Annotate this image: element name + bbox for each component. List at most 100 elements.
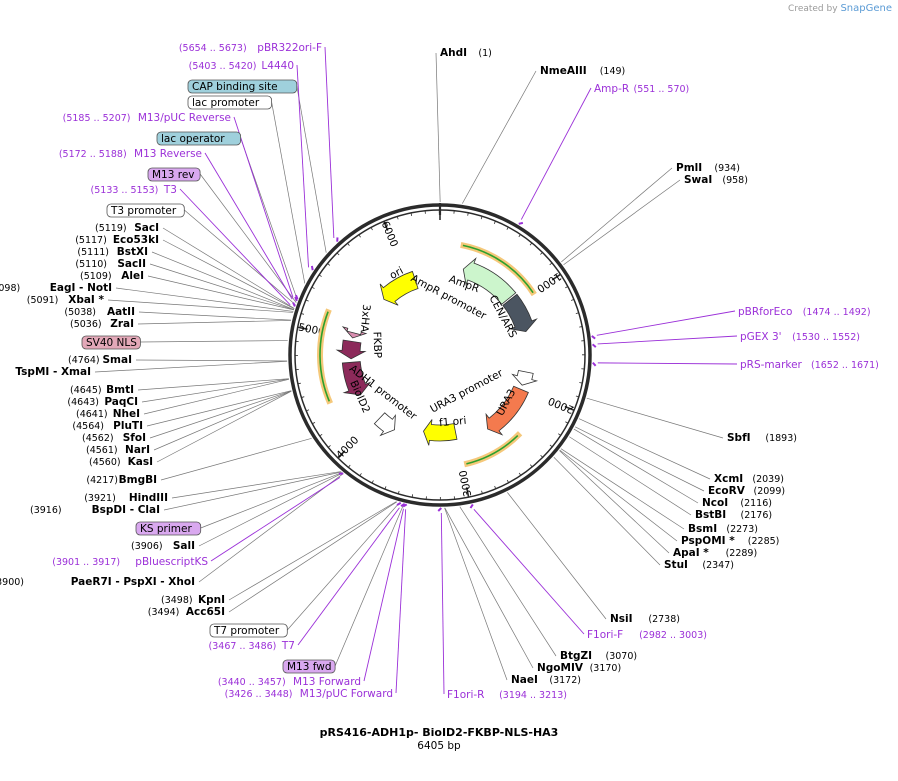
primer-pbluescriptks[interactable]: pBluescriptKS(3901 .. 3917): [52, 556, 208, 568]
enzyme-site-tspmi[interactable]: TspMI - XmaI(4762): [0, 366, 91, 378]
enzyme-leader: [461, 70, 537, 204]
enzyme-position: (3921): [84, 493, 116, 504]
primer-mark: [295, 294, 299, 300]
enzyme-site-naei[interactable]: NaeI(3172): [511, 674, 581, 686]
primer-mark: [518, 221, 524, 225]
enzyme-site-nhei[interactable]: NheI(4641): [76, 408, 140, 420]
enzyme-site-saci[interactable]: SacI(5119): [95, 222, 159, 234]
enzyme-site-alei[interactable]: AleI(5109): [80, 270, 144, 282]
feature-tag-box: [187, 79, 298, 94]
enzyme-site-sfoi[interactable]: SfoI(4562): [82, 432, 146, 444]
enzyme-position: (3070): [606, 651, 638, 662]
enzyme-site-eagi[interactable]: EagI - NotI(5098): [0, 282, 112, 294]
enzyme-site-paer7i[interactable]: PaeR7I - PspXI - XhoI(3900): [0, 576, 195, 588]
primer-m13pucforward[interactable]: M13/pUC Forward(3426 .. 3448): [225, 688, 393, 700]
feature-tag-sv40nls[interactable]: SV40 NLS: [81, 335, 141, 350]
ori-feature[interactable]: [379, 270, 419, 306]
feature-tag-m13rev[interactable]: M13 rev: [147, 167, 201, 182]
ura3-orf-ring: [463, 431, 523, 468]
ampr-feature[interactable]: [462, 257, 517, 305]
enzyme-leader: [153, 390, 292, 451]
feature-tag-label: T3 promoter: [110, 205, 177, 217]
feature-tag-lacoperator[interactable]: lac operator: [156, 131, 241, 146]
enzyme-site-nmeaiii[interactable]: NmeAIII(149): [540, 65, 625, 77]
enzyme-site-bsmi[interactable]: BsmI(2273): [688, 523, 758, 535]
primer-t3[interactable]: T3(5133 .. 5153): [91, 184, 177, 196]
feature-tag-ksprimer[interactable]: KS primer: [135, 521, 202, 536]
primer-pbrforeco[interactable]: pBRforEco(1474 .. 1492): [738, 306, 871, 318]
enzyme-site-bspdi[interactable]: BspDI - ClaI(3916): [30, 504, 160, 516]
enzyme-site-ncoi[interactable]: NcoI(2116): [702, 497, 772, 509]
enzyme-name: BmtI: [106, 384, 134, 396]
enzyme-site-btgzi[interactable]: BtgZI(3070): [560, 650, 637, 662]
primer-m13reverse[interactable]: M13 Reverse(5172 .. 5188): [59, 148, 202, 160]
primer-t7[interactable]: T7(3467 .. 3486): [209, 640, 295, 652]
enzyme-site-nari[interactable]: NarI(4561): [86, 444, 150, 456]
primer-prsmarker[interactable]: pRS-marker(1652 .. 1671): [740, 359, 879, 371]
enzyme-site-ecorv[interactable]: EcoRV(2099): [708, 485, 785, 497]
enzyme-site-bmgbi[interactable]: BmgBI(4217): [86, 474, 157, 486]
primer-pgex3[interactable]: pGEX 3'(1530 .. 1552): [740, 331, 860, 343]
enzyme-site-bstbi[interactable]: BstBI(2176): [695, 509, 772, 521]
enzyme-site-zrai[interactable]: ZraI(5036): [70, 318, 134, 330]
enzyme-site-bmti[interactable]: BmtI(4645): [70, 384, 134, 396]
enzyme-site-eco53ki[interactable]: Eco53kI(5117): [75, 234, 159, 246]
enzyme-site-bstxi[interactable]: BstXI(5111): [77, 246, 148, 258]
fkbp-feature[interactable]: [335, 339, 367, 360]
primer-range: (2982 .. 3003): [639, 630, 707, 641]
enzyme-site-pmli[interactable]: PmlI(934): [676, 162, 740, 174]
f1-ori-feature[interactable]: [423, 419, 458, 446]
enzyme-site-pspomi[interactable]: PspOMI *(2285): [681, 535, 779, 547]
adh1-promoter-feature[interactable]: [373, 412, 396, 437]
cen-ars-feature[interactable]: [502, 293, 538, 333]
bioid2-feature[interactable]: [341, 361, 372, 396]
bioid2-orf-arrow: [319, 311, 331, 402]
enzyme-site-apai[interactable]: ApaI *(2289): [673, 547, 757, 559]
enzyme-leader: [228, 501, 397, 601]
enzyme-name: PluTI: [113, 420, 143, 432]
enzyme-site-sali[interactable]: SalI(3906): [131, 540, 195, 552]
enzyme-site-pluti[interactable]: PluTI(4564): [72, 420, 143, 432]
primer-l4440[interactable]: L4440(5403 .. 5420): [189, 60, 294, 72]
primer-leader: [440, 512, 445, 695]
primer-ampr[interactable]: Amp-R(551 .. 570): [594, 83, 689, 95]
feature-tag-box: [135, 521, 202, 536]
enzyme-site-ngomiv[interactable]: NgoMIV(3170): [537, 662, 621, 674]
primer-f1orir[interactable]: F1ori-R(3194 .. 3213): [447, 689, 567, 701]
enzyme-site-nsii[interactable]: NsiI(2738): [610, 613, 680, 625]
enzyme-site-sacii[interactable]: SacII(5110): [75, 258, 146, 270]
enzyme-site-stui[interactable]: StuI(2347): [664, 559, 734, 571]
enzyme-site-xcmi[interactable]: XcmI(2039): [714, 473, 784, 485]
feature-tag-leader: [287, 502, 400, 631]
feature-tag-t3promoter[interactable]: T3 promoter: [106, 203, 185, 218]
ha-feature[interactable]: [341, 326, 368, 339]
enzyme-site-paqci[interactable]: PaqCI(4643): [67, 396, 138, 408]
enzyme-site-smai[interactable]: SmaI(4764): [68, 354, 132, 366]
ura3-promoter-feature[interactable]: [511, 370, 539, 386]
enzyme-site-kasi[interactable]: KasI(4560): [89, 456, 153, 468]
enzyme-site-sbfi[interactable]: SbfI(1893): [727, 432, 797, 444]
enzyme-site-aatii[interactable]: AatII(5038): [64, 306, 135, 318]
primer-f1orif[interactable]: F1ori-F(2982 .. 3003): [587, 629, 707, 641]
enzyme-name: BstBI: [695, 509, 726, 521]
enzyme-site-swai[interactable]: SwaI(958): [684, 174, 748, 186]
feature-tag-lacpromoter[interactable]: lac promoter: [187, 95, 272, 110]
primer-m13forward[interactable]: M13 Forward(3440 .. 3457): [218, 676, 361, 688]
feature-tag-t7promoter[interactable]: T7 promoter: [209, 623, 288, 638]
enzyme-site-acc65i[interactable]: Acc65I(3494): [148, 606, 225, 618]
primer-m13pucreverse[interactable]: M13/pUC Reverse(5185 .. 5207): [63, 112, 231, 124]
feature-tag-capbindingsite[interactable]: CAP binding site: [187, 79, 298, 94]
ura3-feature[interactable]: [485, 385, 529, 436]
bp-tick: [383, 220, 389, 231]
enzyme-leader: [149, 263, 294, 311]
enzyme-site-ahdi[interactable]: AhdI(1): [440, 47, 492, 59]
bp-tick: [371, 480, 374, 484]
enzyme-site-hindiii[interactable]: HindIII(3921): [84, 492, 168, 504]
primer-name: M13/pUC Reverse: [138, 112, 231, 124]
enzyme-name: KpnI: [198, 594, 225, 606]
feature-tag-m13fwd[interactable]: M13 fwd: [282, 659, 336, 674]
primer-pbr322orif[interactable]: pBR322ori-F(5654 .. 5673): [179, 42, 322, 54]
enzyme-position: (2099): [754, 486, 786, 497]
enzyme-site-xbai[interactable]: XbaI *(5091): [27, 294, 105, 306]
enzyme-site-kpni[interactable]: KpnI(3498): [161, 594, 225, 606]
